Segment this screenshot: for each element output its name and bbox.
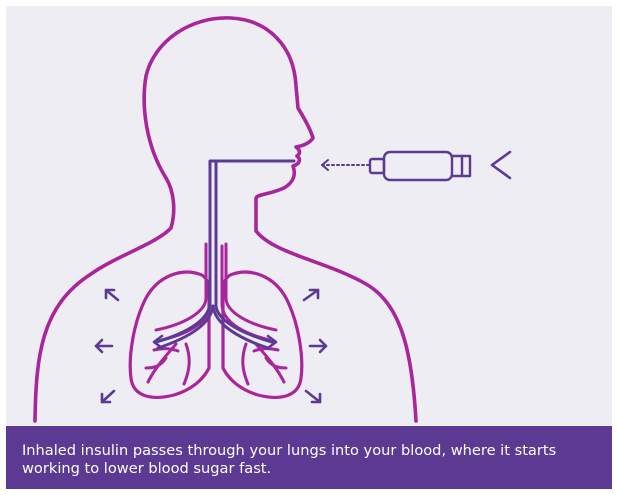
dotted-arrow-icon [322, 160, 370, 170]
caption-text: Inhaled insulin passes through your lung… [22, 442, 602, 478]
diagram-frame: Inhaled insulin passes through your lung… [6, 6, 612, 489]
inhaler-icon [370, 152, 470, 180]
left-lung [130, 272, 209, 397]
bronchi-branches [146, 344, 286, 384]
chevron-left-icon [492, 152, 510, 178]
inhaled-insulin-diagram [6, 6, 612, 426]
caption-band: Inhaled insulin passes through your lung… [6, 426, 612, 489]
body-silhouette [35, 18, 416, 421]
